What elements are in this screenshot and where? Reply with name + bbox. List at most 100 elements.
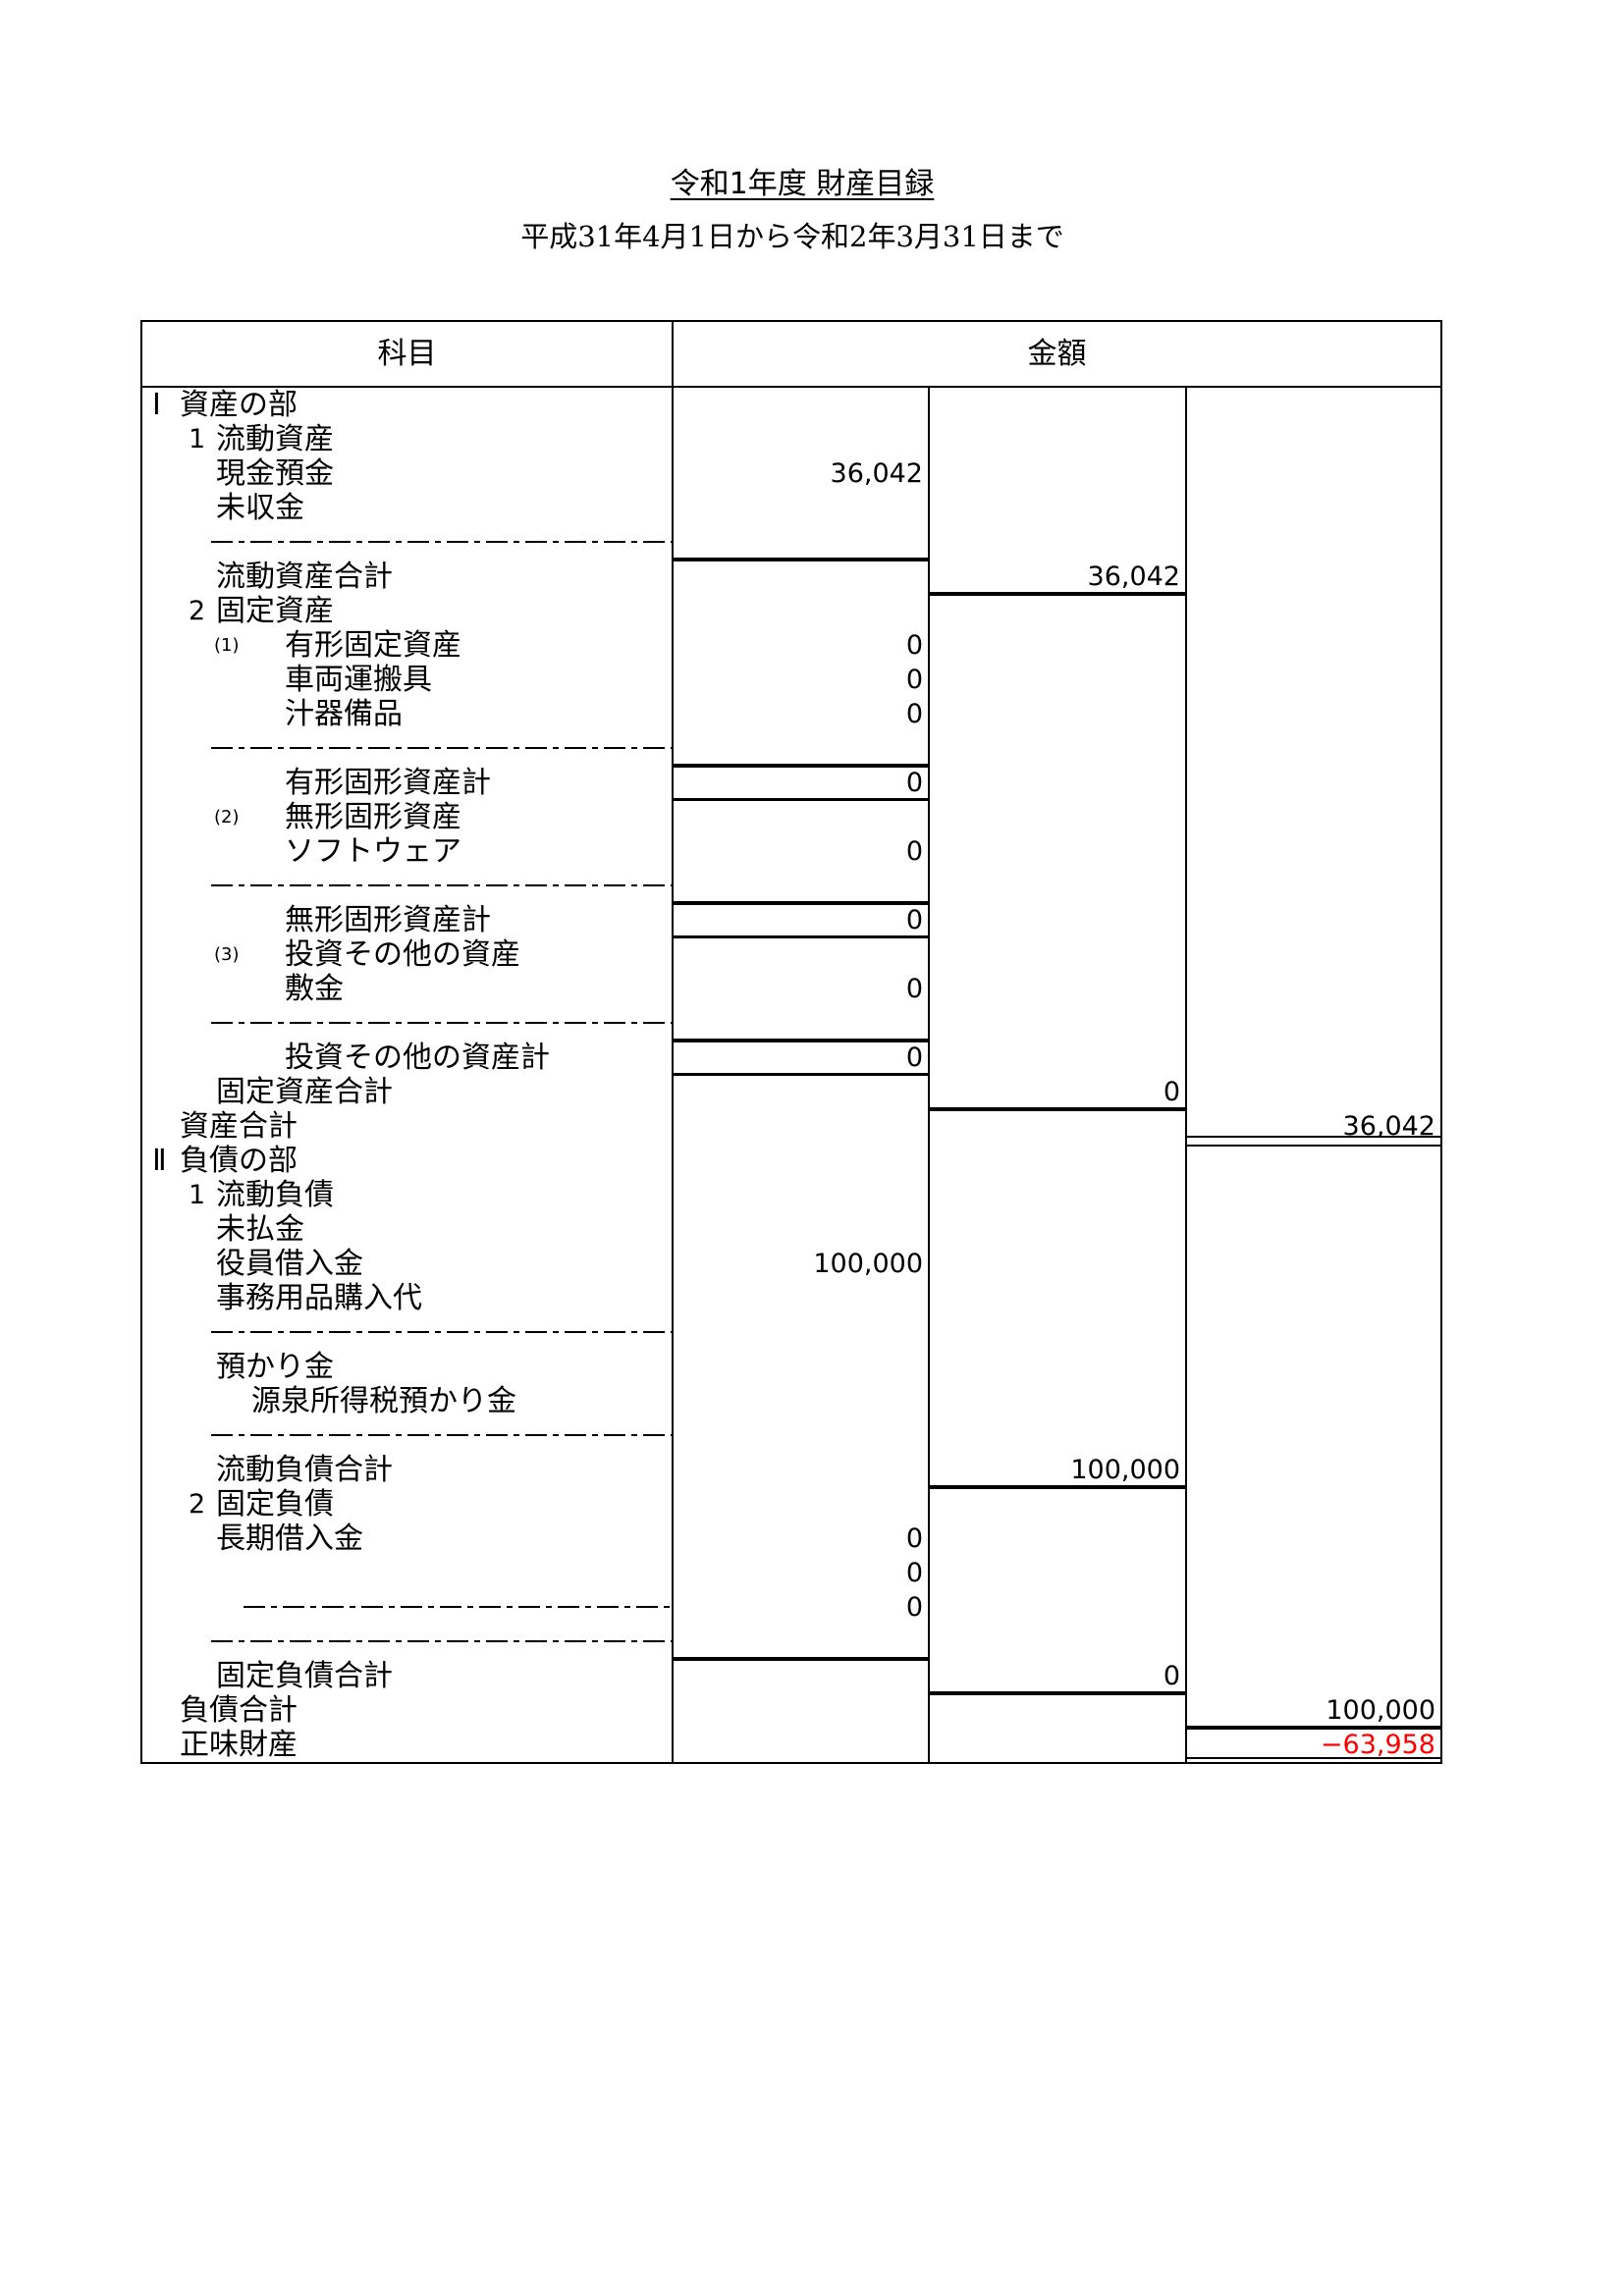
subtotal-cell	[930, 594, 1187, 628]
subject-cell: ソフトウェア	[142, 834, 674, 869]
subject-header: 科目	[142, 322, 674, 386]
amount-cell	[674, 1487, 930, 1522]
subtotal-value: 0	[930, 1075, 1187, 1111]
amount-value: 0	[674, 1556, 930, 1590]
total-cell	[1187, 1487, 1440, 1522]
table-row	[142, 1315, 1440, 1350]
category-label: 流動負債	[216, 1178, 334, 1212]
account-label: 未払金	[216, 1212, 304, 1247]
amount-cell	[674, 1625, 930, 1659]
table-row	[142, 1625, 1440, 1659]
account-label: 事務用品購入代	[216, 1281, 422, 1315]
subject-cell: (1)有形固定資産	[142, 628, 674, 663]
dashed-separator	[142, 525, 674, 560]
total-cell	[1187, 1625, 1440, 1659]
table-row: 正味財産 −63,958	[142, 1728, 1440, 1762]
subtotal-cell	[930, 491, 1187, 525]
group-number: (1)	[214, 635, 240, 656]
subtotal-cell	[930, 456, 1187, 491]
group-number: (3)	[214, 944, 240, 965]
subject-cell: 流動負債合計	[142, 1453, 674, 1487]
subtotal-cell	[930, 1212, 1187, 1247]
table-row: 長期借入金 0	[142, 1522, 1440, 1556]
total-cell	[1187, 1075, 1440, 1109]
group-total-label: 有形固形資産計	[285, 766, 491, 800]
amount-cell	[674, 1178, 930, 1212]
total-cell	[1187, 766, 1440, 800]
section-heading: 負債の部	[180, 1144, 298, 1178]
total-assets-value: 36,042	[1187, 1109, 1440, 1147]
total-label: 正味財産	[180, 1728, 298, 1762]
table-row: 資産合計 36,042	[142, 1109, 1440, 1147]
total-label: 負債合計	[180, 1693, 298, 1728]
subject-cell: 源泉所得税預かり金	[142, 1384, 674, 1418]
total-cell	[1187, 1247, 1440, 1281]
subject-cell: 車両運搬具	[142, 663, 674, 697]
subject-cell: 資産合計	[142, 1109, 674, 1144]
subject-cell: 投資その他の資産計	[142, 1041, 674, 1075]
subtotal-cell	[930, 1041, 1187, 1075]
subject-cell: 負債合計	[142, 1693, 674, 1728]
subtotal-cell	[930, 697, 1187, 731]
amount-value: 0	[674, 628, 930, 663]
amount-value: 0	[674, 972, 930, 1006]
subject-cell: 役員借入金	[142, 1247, 674, 1281]
subtotal-value: 0	[930, 1659, 1187, 1695]
table-row: 源泉所得税預かり金	[142, 1384, 1440, 1418]
account-label: 未収金	[216, 491, 304, 525]
subject-cell: 未収金	[142, 491, 674, 525]
subtotal-cell	[930, 731, 1187, 766]
amount-cell	[674, 937, 930, 972]
amount-cell	[674, 1657, 930, 1693]
group-total-label: 無形固形資産計	[285, 903, 491, 937]
subject-cell: 有形固形資産計	[142, 766, 674, 800]
total-cell	[1187, 1212, 1440, 1247]
subtotal-cell	[930, 1178, 1187, 1212]
account-label: 預かり金	[216, 1350, 334, 1384]
total-cell	[1187, 456, 1440, 491]
dashed-separator	[142, 1590, 674, 1625]
table-row	[142, 1006, 1440, 1041]
total-cell	[1187, 731, 1440, 766]
subtotal-label: 流動資産合計	[216, 560, 393, 594]
amount-value: 36,042	[674, 456, 930, 491]
subtotal-cell	[930, 1590, 1187, 1625]
subtotal-cell	[930, 1006, 1187, 1041]
table-row: (1)有形固定資産 0	[142, 628, 1440, 663]
subject-cell: 正味財産	[142, 1728, 674, 1762]
subject-cell: 固定資産合計	[142, 1075, 674, 1109]
account-label: 汁器備品	[285, 697, 403, 731]
subtotal-cell	[930, 903, 1187, 937]
subtotal-cell	[930, 1144, 1187, 1178]
subtotal-cell	[930, 1384, 1187, 1418]
amount-cell	[674, 388, 930, 422]
total-cell	[1187, 525, 1440, 560]
category-number: 2	[189, 596, 206, 626]
total-cell	[1187, 628, 1440, 663]
account-label: 車両運搬具	[285, 663, 432, 697]
total-cell	[1187, 937, 1440, 972]
total-cell	[1187, 1453, 1440, 1487]
table-row: 流動負債合計 100,000	[142, 1453, 1440, 1489]
total-cell	[1187, 663, 1440, 697]
table-row	[142, 525, 1440, 560]
amount-value: 0	[674, 834, 930, 869]
total-label: 資産合計	[180, 1109, 298, 1144]
subtotal-cell	[930, 525, 1187, 560]
table-row: 負債合計 100,000	[142, 1693, 1442, 1730]
subject-cell: 未払金	[142, 1212, 674, 1247]
total-cell	[1187, 1418, 1440, 1453]
fiscal-period: 平成31年4月1日から令和2年3月31日まで	[520, 220, 1064, 253]
group-total-value: 0	[674, 1039, 930, 1076]
total-cell	[1187, 1041, 1440, 1075]
table-row: ソフトウェア 0	[142, 834, 1440, 869]
amount-cell	[674, 558, 930, 594]
amount-cell	[674, 491, 930, 525]
total-cell	[1187, 491, 1440, 525]
subject-cell: 長期借入金	[142, 1522, 674, 1556]
subtotal-cell	[930, 1281, 1187, 1315]
amount-cell	[674, 525, 930, 560]
